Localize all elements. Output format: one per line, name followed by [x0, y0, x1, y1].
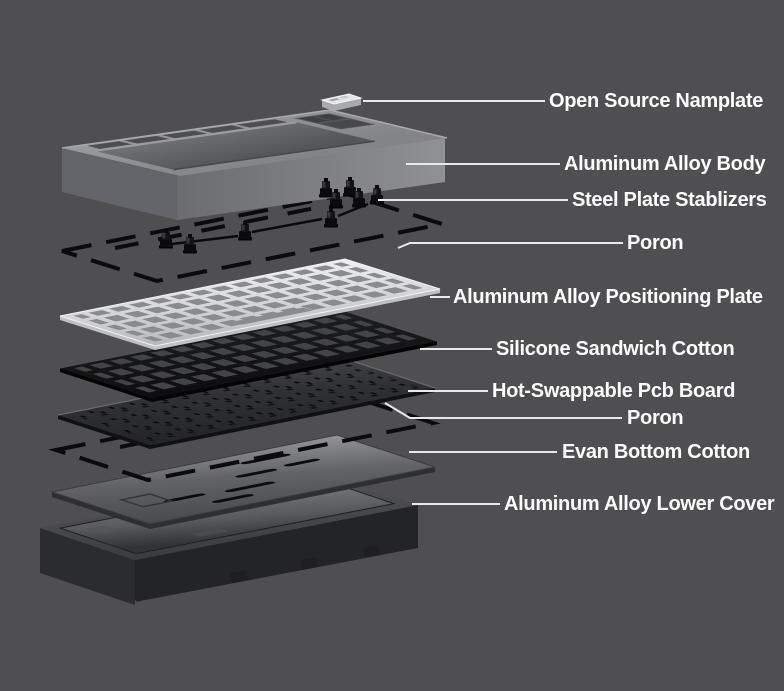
poron-top-strips	[61, 191, 443, 284]
evan-slot	[224, 481, 276, 493]
leader-lines	[363, 100, 623, 505]
evan-slot	[283, 458, 321, 467]
lower-cover-tab	[300, 557, 318, 570]
label-poron-bottom: Poron	[627, 407, 683, 429]
pcb-solder-points	[71, 361, 422, 442]
evan-slot	[163, 493, 206, 503]
label-pcb: Hot-Swappable Pcb Board	[492, 380, 735, 402]
label-nameplate: Open Source Namplate	[549, 90, 763, 112]
evan-slot	[235, 468, 278, 478]
poron-top-inner-strip	[114, 203, 331, 250]
body-edge-highlight	[62, 110, 447, 176]
body-recess-cell	[315, 114, 347, 121]
leader-poron-top	[397, 242, 623, 249]
nameplate-side	[322, 98, 361, 111]
evan-cotton-sheet	[52, 435, 435, 524]
body-inner-opening	[95, 122, 375, 170]
label-poron-top: Poron	[627, 232, 683, 254]
body-inner-far-wall	[95, 122, 296, 151]
nameplate-top	[322, 94, 361, 104]
body-recess-cell	[298, 116, 330, 123]
label-silicone-cotton: Silicone Sandwich Cotton	[496, 338, 734, 360]
lower-cover-standoff	[191, 528, 229, 537]
lower-cover-standoff	[87, 525, 118, 534]
body-rib-cell	[237, 119, 288, 128]
body-rib-cell	[199, 125, 245, 133]
stabilizer-wire	[251, 217, 323, 234]
lower-cover-tab	[363, 545, 380, 557]
part-positioning-plate	[60, 259, 440, 350]
leader-poron-bottom	[384, 402, 622, 419]
label-positioning-plate: Aluminum Alloy Positioning Plate	[453, 286, 763, 308]
part-aluminum-body	[62, 110, 447, 220]
plate-switch-cutouts	[73, 262, 427, 343]
part-nameplate	[322, 94, 361, 111]
label-stabilizers: Steel Plate Stablizers	[572, 189, 767, 211]
lower-cover-front-face	[135, 505, 418, 602]
stabilizer-wire	[171, 234, 239, 246]
body-recess-cell	[321, 119, 371, 129]
lower-cover-left-face	[40, 528, 135, 605]
lower-cover-tab	[230, 570, 248, 583]
label-evan-cotton: Evan Bottom Cotton	[562, 441, 750, 463]
body-left-face	[62, 148, 177, 220]
part-evan-cotton	[52, 435, 435, 529]
label-lower-cover: Aluminum Alloy Lower Cover	[504, 493, 775, 515]
body-rib-cell	[86, 141, 132, 149]
part-stabilizers	[159, 177, 384, 254]
labels: Open Source Namplate Aluminum Alloy Body…	[453, 90, 775, 515]
body-rib-cell	[124, 135, 170, 144]
body-front-face	[177, 138, 445, 220]
evan-slot	[240, 453, 291, 465]
label-body: Aluminum Alloy Body	[564, 153, 767, 175]
body-inner-near-wall	[174, 141, 375, 170]
body-rib-cell	[161, 130, 208, 139]
silicone-holes	[74, 314, 423, 395]
evan-cutout-outline	[122, 494, 172, 507]
nameplate-detail	[338, 95, 350, 99]
evan-slot	[211, 494, 254, 503]
nameplate-detail	[328, 98, 341, 102]
part-poron-top	[61, 191, 443, 284]
plate-spacebar-cutout	[231, 307, 313, 325]
